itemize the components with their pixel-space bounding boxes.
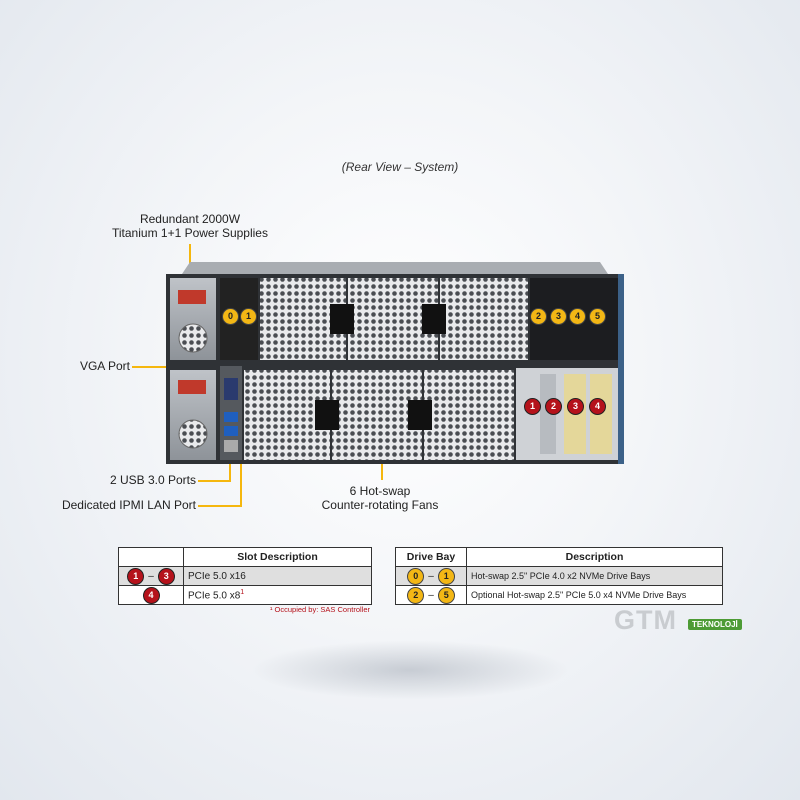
slot-badge: 4: [142, 586, 160, 604]
drive-bay-marker-4: 4: [569, 308, 586, 326]
fan-6: [424, 370, 514, 460]
ipmi-leader-rise: [240, 440, 242, 507]
ipmi-leader-line: [198, 505, 242, 507]
footnote-marker: 1: [240, 588, 245, 596]
usb-callout: 2 USB 3.0 Ports: [109, 473, 196, 487]
pcie-slot-marker-1: 1: [524, 398, 541, 416]
drive-bay-table: Drive Bay Description 0–1 Hot-swap 2.5" …: [395, 547, 723, 605]
table-row: 1–3 PCIe 5.0 x16: [118, 566, 372, 586]
ipmi-lan-port: [224, 440, 238, 452]
pcie-slot-marker-4: 4: [589, 398, 606, 416]
table-row: 2–5 Optional Hot-swap 2.5" PCIe 5.0 x4 N…: [395, 585, 723, 605]
psu-callout-line2: Titanium 1+1 Power Supplies: [112, 226, 268, 240]
slot-badge: 3: [157, 567, 175, 585]
slot-description-cell: PCIe 5.0 x16: [183, 566, 372, 586]
vga-port: [224, 378, 238, 400]
slot-description-cell: PCIe 5.0 x81: [183, 585, 372, 605]
drive-badge: 1: [437, 567, 455, 585]
logo-text: GTM: [614, 605, 677, 635]
pcie-slot-marker-3: 3: [567, 398, 584, 416]
psu-callout-line1: Redundant 2000W: [139, 212, 241, 226]
drive-badge: 2: [407, 586, 425, 604]
drive-bay-marker-0: 0: [222, 308, 239, 326]
drive-description-cell: Optional Hot-swap 2.5" PCIe 5.0 x4 NVMe …: [466, 585, 723, 605]
drive-range-cell: 0–1: [395, 566, 467, 586]
usb-leader-rise: [229, 448, 231, 482]
slot-description-text: PCIe 5.0 x8: [188, 590, 241, 602]
chassis-lid: [182, 262, 608, 274]
floor-shadow: [250, 640, 570, 700]
usb-port-2: [224, 426, 238, 436]
table-row: 4 PCIe 5.0 x81: [118, 585, 372, 605]
drive-range-cell: 2–5: [395, 585, 467, 605]
logo-badge: TEKNOLOJİ: [688, 619, 742, 630]
drive-bay-marker-3: 3: [550, 308, 567, 326]
drive-bay-marker-5: 5: [589, 308, 606, 326]
table-row: 0–1 Hot-swap 2.5" PCIe 4.0 x2 NVMe Drive…: [395, 566, 723, 586]
slot-range-cell: 4: [118, 585, 184, 605]
fans-callout-line1: 6 Hot-swap: [349, 484, 411, 498]
slot-header: Slot Description: [183, 547, 372, 567]
pcie-slot-marker-2: 2: [545, 398, 562, 416]
drive-badge: 0: [407, 567, 425, 585]
drive-badge: 5: [437, 586, 455, 604]
ipmi-callout: Dedicated IPMI LAN Port: [61, 498, 196, 512]
server-rear-chassis: [166, 262, 624, 464]
slot-footnote: ¹ Occupied by: SAS Controller: [269, 605, 370, 614]
drive-bay-marker-2: 2: [530, 308, 547, 326]
table-header-row: Drive Bay Description: [395, 547, 723, 567]
diagram-caption: (Rear View – System): [341, 160, 459, 174]
slot-badge: 1: [127, 567, 145, 585]
fans-callout: 6 Hot-swap Counter-rotating Fans: [300, 484, 460, 512]
drive-description-header: Description: [466, 547, 723, 567]
drive-bay-header: Drive Bay: [395, 547, 467, 567]
table-header-row: Slot Description: [118, 547, 372, 567]
fan-3: [440, 278, 528, 360]
fans-callout-line2: Counter-rotating Fans: [321, 498, 439, 512]
usb-leader-line: [198, 480, 230, 482]
slot-range-cell: 1–3: [118, 566, 184, 586]
psu-callout: Redundant 2000W Titanium 1+1 Power Suppl…: [90, 212, 290, 240]
drive-bay-marker-1: 1: [240, 308, 257, 326]
drive-description-cell: Hot-swap 2.5" PCIe 4.0 x2 NVMe Drive Bay…: [466, 566, 723, 586]
vga-callout: VGA Port: [79, 359, 130, 373]
gtm-logo: GTM TEKNOLOJİ: [614, 605, 742, 636]
slot-header-blank: [118, 547, 184, 567]
slot-description-table: Slot Description 1–3 PCIe 5.0 x16 4 PCIe…: [118, 547, 372, 605]
usb-port-1: [224, 412, 238, 422]
fan-5: [332, 370, 422, 460]
